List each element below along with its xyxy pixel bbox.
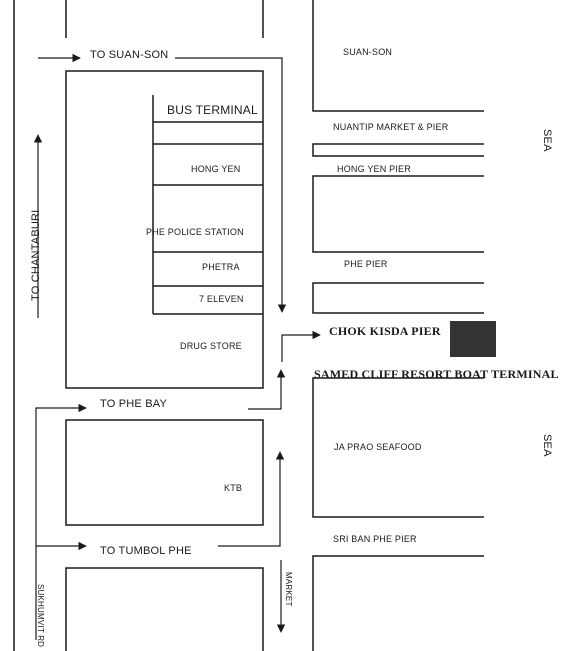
pier-phe [312, 282, 484, 314]
pier-ja-prao [312, 377, 484, 518]
building-dividers [153, 121, 263, 315]
road-label-to-chantaburi: TO CHANTABURI [30, 209, 42, 301]
arrow-suan-son-down [175, 57, 287, 313]
road-label-market: MARKET [284, 572, 293, 607]
arrow-to-chok-kisda [281, 330, 321, 362]
building-7-eleven: 7 ELEVEN [199, 294, 244, 304]
building-bus-terminal: BUS TERMINAL [167, 103, 258, 117]
sea-label-bottom: SEA [541, 434, 553, 457]
building-drug-store: DRUG STORE [180, 341, 242, 351]
upper-block [65, 70, 264, 389]
pier-label-nuantip: NUANTIP MARKET & PIER [333, 122, 449, 132]
pier-label-phe: PHE PIER [344, 259, 388, 269]
pier-label-chok-kisda: CHOK KISDA PIER [329, 324, 441, 338]
sea-label-top: SEA [541, 129, 553, 152]
building-phe-police-station: PHE POLICE STATION [146, 227, 244, 237]
top-left-block [65, 0, 264, 38]
arrow-to-phe-bay [35, 403, 87, 640]
pier-label-sri-ban-phe: SRI BAN PHE PIER [333, 534, 417, 544]
road-label-sukhumvit: SUKHUMVIT RD [36, 584, 45, 648]
road-label-to-phe-bay: TO PHE BAY [100, 398, 168, 410]
pier-sri-ban-phe [312, 555, 484, 651]
arrow-phe-bay-up [248, 369, 286, 410]
road-label-to-tumbol-phe: TO TUMBOL PHE [100, 545, 192, 557]
shore-top [312, 0, 484, 112]
pier-label-suan-son: SUAN-SON [343, 47, 393, 57]
chok-kisda-pier-marker [450, 321, 496, 357]
bottom-block [65, 567, 264, 651]
pier-label-hong-yen: HONG YEN PIER [337, 164, 411, 174]
pier-label-samed-cliff: SAMED CLIFF RESORT BOAT TERMINAL [314, 367, 559, 381]
building-ktb: KTB [224, 483, 243, 493]
arrow-tumbol-up [218, 451, 285, 547]
pier-hong-yen [312, 175, 484, 253]
pier-label-ja-prao: JA PRAO SEAFOOD [334, 442, 422, 452]
building-phetra: PHETRA [202, 262, 240, 272]
building-hong-yen: HONG YEN [191, 164, 241, 174]
pier-nuantip [312, 143, 484, 157]
lower-block [65, 419, 264, 526]
road-label-to-suan-son: TO SUAN-SON [90, 49, 169, 61]
